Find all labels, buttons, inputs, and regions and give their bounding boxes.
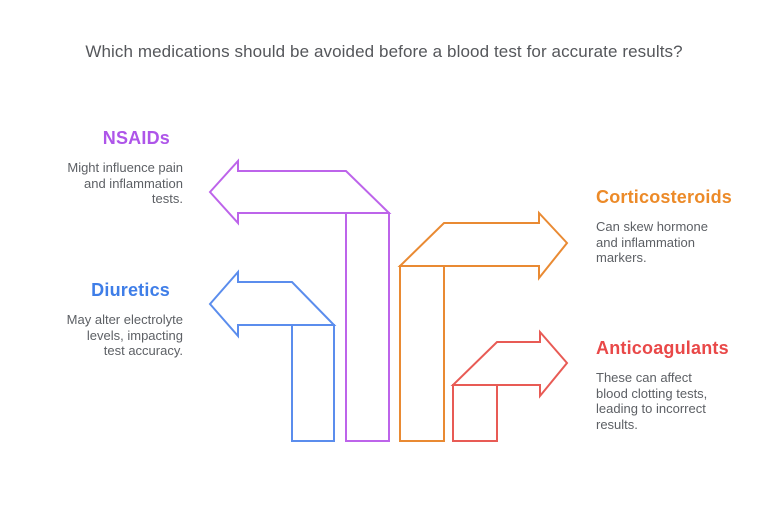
- corticosteroids-section: Corticosteroids Can skew hormone and inf…: [596, 187, 748, 266]
- diuretics-description-line: May alter electrolyte: [66, 312, 183, 327]
- corticosteroids-description-line: and inflammation: [596, 234, 695, 250]
- nsaids-label: NSAIDs: [102, 128, 170, 148]
- nsaids-description-line: Might influence pain: [67, 160, 183, 175]
- nsaids-section: NSAIDs Might influence pain and inflamma…: [30, 128, 183, 207]
- diuretics-arrow: [208, 269, 337, 442]
- diuretics-arrow-head: [208, 269, 337, 339]
- corticosteroids-arrow-stem: [399, 265, 445, 442]
- anticoagulants-arrow: [450, 329, 569, 442]
- page-title: Which medications should be avoided befo…: [85, 42, 683, 61]
- diuretics-description-line: test accuracy.: [103, 343, 183, 358]
- nsaids-arrow: [208, 158, 392, 442]
- anticoagulants-arrow-head: [450, 329, 569, 399]
- corticosteroids-description-line: markers.: [596, 250, 647, 265]
- nsaids-description-line: tests.: [151, 191, 183, 206]
- anticoagulants-arrow-stem: [452, 384, 498, 442]
- diuretics-label: Diuretics: [91, 280, 170, 300]
- diuretics-description: May alter electrolyte levels, impacting …: [30, 312, 183, 359]
- corticosteroids-arrow: [397, 210, 569, 442]
- diuretics-arrow-stem: [291, 324, 335, 442]
- corticosteroids-label: Corticosteroids: [596, 187, 733, 207]
- nsaids-arrow-head: [208, 158, 392, 226]
- corticosteroids-description-line: Can skew hormone: [596, 219, 708, 234]
- diuretics-description-line: levels, impacting: [86, 327, 183, 343]
- corticosteroids-description: Can skew hormone and inflammation marker…: [596, 219, 748, 266]
- anticoagulants-label: Anticoagulants: [596, 338, 729, 358]
- corticosteroids-arrow-head: [397, 210, 569, 281]
- anticoagulants-section: Anticoagulants These can affect blood cl…: [596, 338, 748, 432]
- anticoagulants-description-line: blood clotting tests,: [596, 385, 708, 401]
- anticoagulants-description: These can affect blood clotting tests, l…: [596, 370, 748, 432]
- nsaids-description-line: and inflammation: [84, 175, 183, 191]
- nsaids-description: Might influence pain and inflammation te…: [30, 160, 183, 207]
- diuretics-section: Diuretics May alter electrolyte levels, …: [30, 280, 183, 359]
- anticoagulants-description-line: results.: [596, 416, 638, 432]
- anticoagulants-description-line: leading to incorrect: [596, 401, 706, 416]
- anticoagulants-description-line: These can affect: [596, 370, 692, 385]
- nsaids-arrow-stem: [345, 212, 390, 442]
